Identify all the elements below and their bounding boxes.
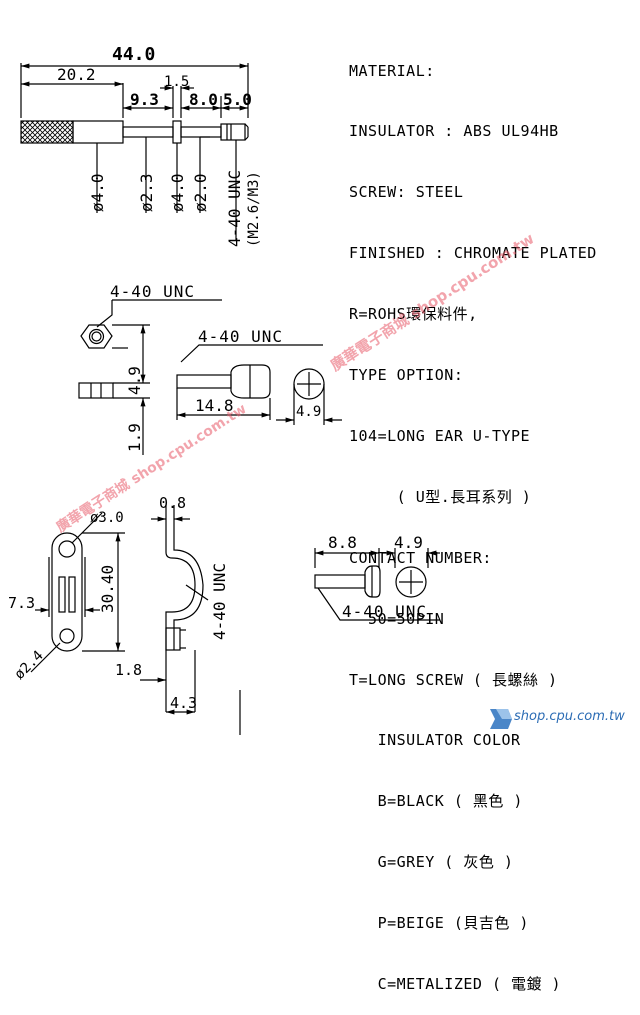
screw-view [176,344,342,425]
nut-thread-label: 4-40 UNC [110,282,195,301]
bracket-thick-label: 0.8 [159,494,186,512]
base-b-label: 4.3 [170,694,197,712]
dia-3-label: ø4.0 [168,173,187,212]
dia-1-label: ø4.0 [88,173,107,212]
base-a-label: 1.8 [115,661,142,679]
spec-line: INSULATOR COLOR [349,731,521,750]
screw-length-label: 14.8 [195,396,234,415]
nut-labels: 4-40 UNC 4.9 1.9 [110,282,195,452]
short-screw-thread-label: 4-40 UNC [342,602,427,621]
thread-alt-label: (M2.6/M3) [246,171,262,247]
spec-line: B=BLACK ( 黑色 ) [349,792,523,811]
nut-h1-label: 4.9 [125,366,144,395]
spec-line: T=LONG SCREW ( 長螺絲 ) [349,670,558,689]
spec-line: TYPE OPTION: [349,366,464,385]
spec-line: INSULATOR : ABS UL94HB [349,122,559,141]
bracket-width-label: 7.3 [8,594,35,612]
short-screw-labels: 8.8 4.9 4-40 UNC [328,533,427,621]
overall-length-label: 44.0 [112,44,155,65]
bracket-side-labels: 0.8 4-40 UNC 1.8 4.3 [115,494,229,712]
screw-labels: 4-40 UNC 14.8 4.9 [195,327,321,420]
spec-line: 104=LONG EAR U-TYPE [349,426,531,445]
spec-line: 50=50PIN [349,609,445,628]
spec-line: FINISHED : CHROMATE PLATED [349,244,597,263]
bracket-front-labels: ø3.0 7.3 30.40 ø2.4 [8,510,124,683]
length-b-label: 1.5 [164,74,189,90]
bracket-side-view [140,505,241,735]
bracket-height-label: 30.40 [98,565,117,613]
length-c-label: 9.3 [130,90,159,109]
spec-line: SCREW: STEEL [349,183,464,202]
spec-line: R=ROHS環保料件, [349,305,478,324]
screw-thread-label: 4-40 UNC [198,327,283,346]
top-view-labels: 44.0 20.2 1.5 9.3 8.0 5.0 ø4.0 ø2.3 ø4.0… [57,44,262,247]
nut-view [78,299,222,455]
spec-line: MATERIAL: [349,61,435,80]
dia-2-label: ø2.3 [137,173,156,212]
spec-line: ( U型.長耳系列 ) [349,487,532,506]
bracket-front-view [30,512,125,673]
screw-head-label: 4.9 [296,404,321,420]
short-screw-head-label: 4.9 [394,533,423,552]
length-a-label: 20.2 [57,65,96,84]
length-d-label: 8.0 [189,90,218,109]
short-screw-view [314,548,440,621]
spec-text-block: MATERIAL: INSULATOR : ABS UL94HB SCREW: … [349,20,597,1015]
hole-bottom-label: ø2.4 [12,648,47,683]
length-e-label: 5.0 [223,90,252,109]
thread-label: 4-40 UNC [225,170,244,247]
spec-line: P=BEIGE (貝吉色 ) [349,914,529,933]
short-screw-len-label: 8.8 [328,533,357,552]
top-view [20,63,249,240]
nut-h2-label: 1.9 [125,423,144,452]
hole-top-label: ø3.0 [90,510,124,526]
logo-text[interactable]: shop.cpu.com.tw [514,709,625,724]
bracket-thread-label: 4-40 UNC [210,563,229,640]
dia-4-label: ø2.0 [191,173,210,212]
spec-line: G=GREY ( 灰色 ) [349,853,514,872]
spec-line: CONTACT NUMBER: [349,548,492,567]
shop-logo-icon [490,709,512,729]
technical-drawing: 44.0 20.2 1.5 9.3 8.0 5.0 ø4.0 ø2.3 ø4.0… [8,44,440,735]
spec-line: C=METALIZED ( 電鍍 ) [349,974,562,993]
